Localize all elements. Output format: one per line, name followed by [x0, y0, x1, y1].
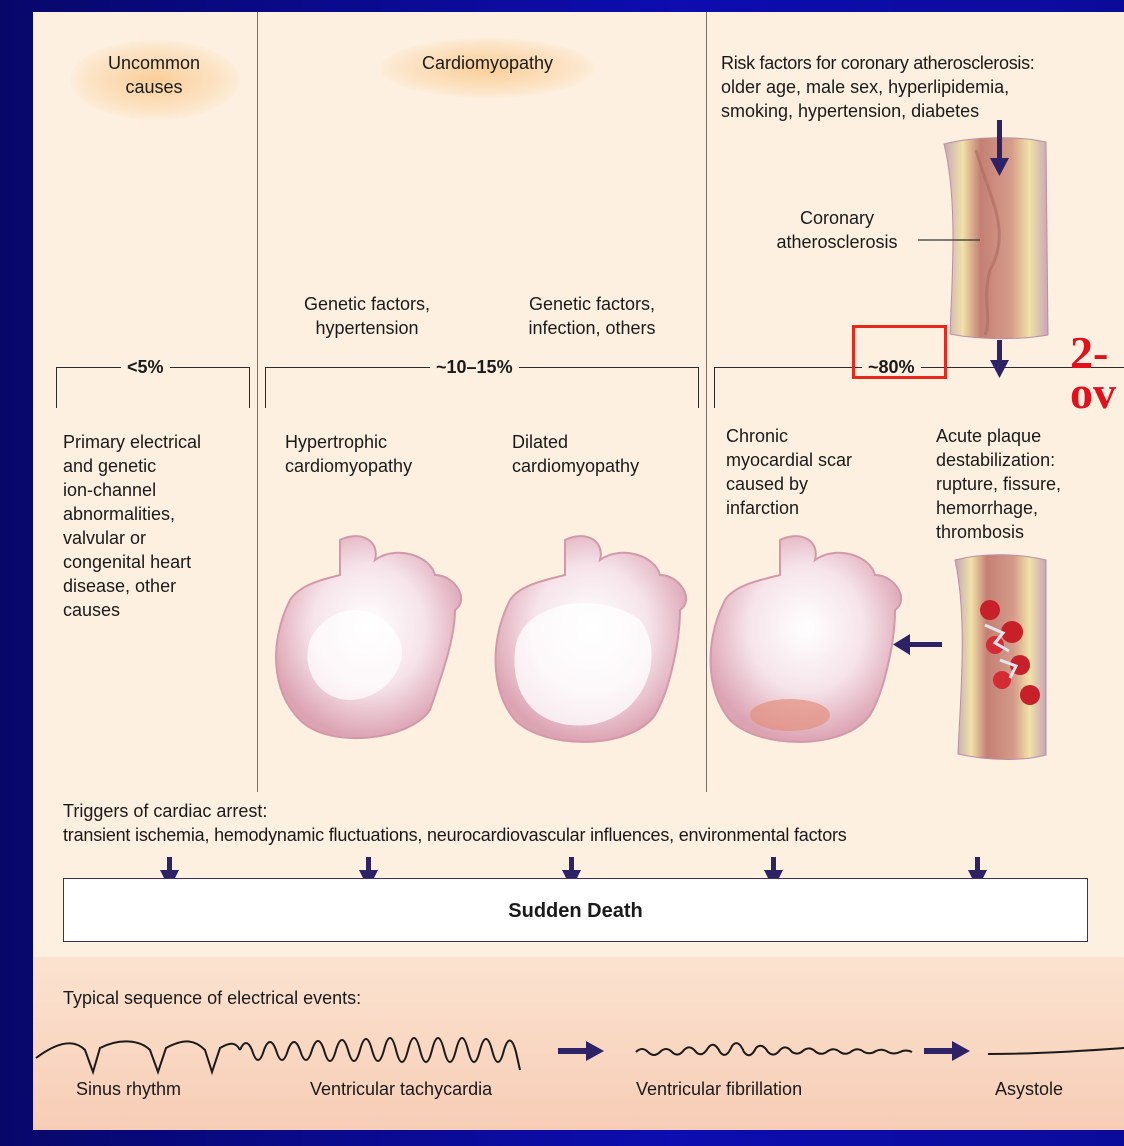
triggers-text: Triggers of cardiac arrest: transient is… — [63, 799, 1113, 847]
sudden-death-box: Sudden Death — [63, 878, 1088, 942]
dilated-heart-illustration — [496, 536, 687, 742]
hypertrophic-heart-illustration — [276, 536, 461, 738]
scarred-heart-illustration — [711, 536, 902, 742]
coronary-artery-illustration — [918, 138, 1048, 339]
thrombosis-artery-illustration — [955, 555, 1046, 760]
label-ventricular-fibrillation: Ventricular fibrillation — [636, 1077, 802, 1101]
electrical-events-heading: Typical sequence of electrical events: — [63, 986, 563, 1010]
sudden-death-label: Sudden Death — [64, 879, 1087, 943]
label-asystole: Asystole — [995, 1077, 1063, 1101]
label-ventricular-tachycardia: Ventricular tachycardia — [310, 1077, 492, 1101]
label-sinus-rhythm: Sinus rhythm — [76, 1077, 181, 1101]
